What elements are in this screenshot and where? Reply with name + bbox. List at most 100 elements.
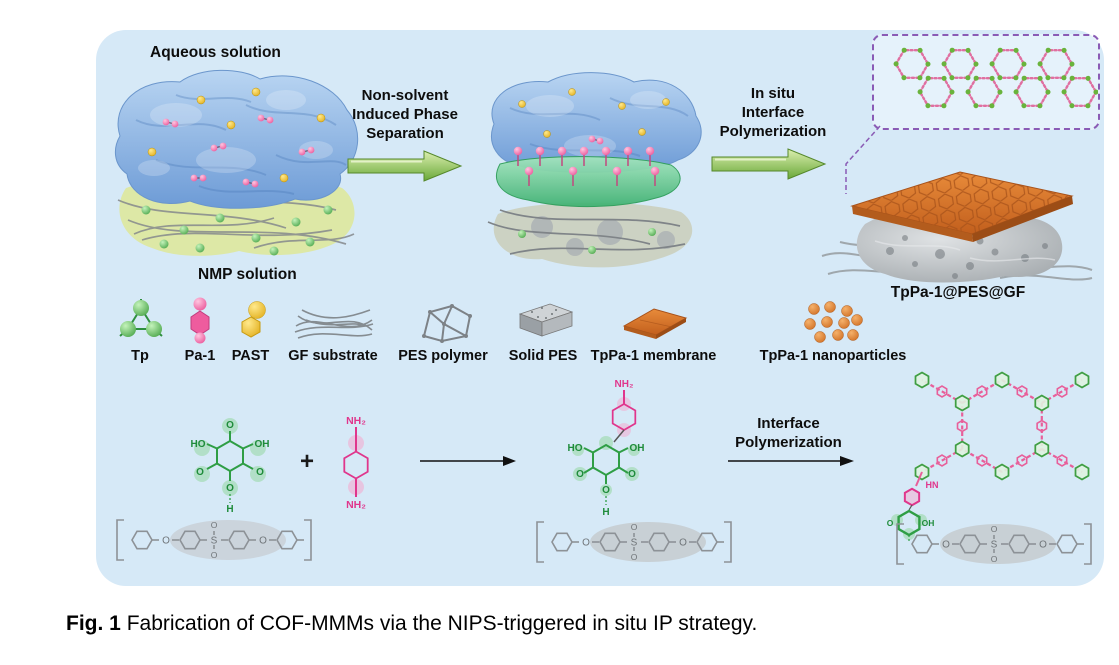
support-highlights (874, 240, 1056, 262)
nips-arrow-label: Non-solvent Induced Phase Separation (330, 86, 480, 143)
figure-caption: Fig. 1 Fabrication of COF-MMMs via the N… (66, 612, 1066, 636)
pes-polymer-label: PES polymer (398, 348, 488, 364)
svg-text:H: H (226, 504, 233, 515)
pa1-pins (513, 146, 660, 186)
tp-molecule-structure: O HO OH O O O H (191, 418, 270, 515)
tppa1-layer-texture (852, 172, 1072, 234)
cof-network-structure: HN O OH (887, 371, 1090, 542)
intermediate-structure: NH₂ HO OH O O O H (568, 379, 645, 518)
casting-solution-illustration (114, 69, 359, 256)
past-particles (147, 87, 326, 183)
ip-reaction-label-line1: Interface (757, 415, 820, 432)
pes-green-layer (496, 156, 681, 208)
svg-text:O: O (211, 550, 218, 560)
ip-arrow-label-line3: Polymerization (719, 123, 827, 140)
cof-honeycomb-drawing (874, 36, 1098, 128)
green-glow (194, 418, 266, 496)
ip-arrow-label-line1: In situ (750, 85, 796, 102)
ip-reaction-arrow (728, 456, 854, 466)
nips-arrow-label-line3: Separation (366, 125, 444, 142)
pa1-particles (162, 114, 315, 188)
svg-text:H: H (602, 507, 609, 518)
ip-reaction-label: Interface Polymerization (706, 414, 871, 452)
nips-arrow-label-line2: Induced Phase (352, 106, 458, 123)
pa1-pair (588, 135, 604, 145)
svg-text:O: O (162, 536, 170, 547)
svg-text:O: O (211, 520, 218, 530)
svg-text:O: O (196, 467, 204, 478)
svg-text:O: O (679, 538, 687, 549)
svg-text:O: O (1039, 540, 1047, 551)
svg-text:O: O (631, 522, 638, 532)
svg-text:NH₂: NH₂ (346, 499, 366, 511)
svg-text:O: O (887, 518, 894, 528)
figure-caption-text: Fabrication of COF-MMMs via the NIPS-tri… (126, 612, 758, 635)
tp-particles (141, 205, 333, 256)
svg-text:O: O (256, 467, 264, 478)
solid-pes-blobs (531, 216, 675, 256)
pores (886, 235, 1048, 279)
svg-text:OH: OH (630, 443, 645, 454)
svg-text:S: S (991, 540, 998, 551)
tppa1-membrane-icon (622, 308, 688, 339)
figure-number: Fig. 1 (66, 612, 121, 635)
water-texture (135, 94, 347, 195)
svg-text:O: O (576, 469, 584, 480)
phase-separation-illustration (487, 72, 702, 268)
tppa1-nanoparticles-label: TpPa-1 nanoparticles (759, 348, 907, 364)
nips-arrow (347, 150, 463, 182)
svg-text:S: S (631, 538, 638, 549)
tp-icon (119, 299, 163, 337)
reaction-arrow-1 (420, 456, 516, 466)
pa1-icon (190, 297, 210, 344)
pa1-label: Pa-1 (184, 348, 216, 364)
cof-structure-inset (872, 34, 1100, 130)
gf-substrate-label: GF substrate (288, 348, 378, 364)
svg-text:O: O (226, 420, 234, 431)
tppa1-nanoparticles-icon (804, 301, 863, 343)
svg-text:HN: HN (926, 480, 939, 490)
solid-pes-label: Solid PES (508, 348, 578, 364)
svg-text:O: O (628, 469, 636, 480)
nmp-solution-label: NMP solution (198, 266, 297, 283)
layer-edge-left (852, 206, 973, 242)
svg-text:O: O (582, 538, 590, 549)
plus-sign: + (300, 448, 315, 475)
past-icon (241, 301, 266, 338)
solid-pes-icon (518, 303, 574, 337)
ip-reaction-label-line2: Polymerization (735, 434, 842, 451)
svg-text:HO: HO (191, 439, 206, 450)
svg-text:O: O (259, 536, 267, 547)
tp-particles (518, 228, 656, 254)
ip-arrow-label-line2: Interface (741, 104, 805, 121)
pes-polymer-icon (422, 304, 472, 343)
pes-chain-2: O S O O O (536, 521, 732, 563)
svg-text:O: O (942, 540, 950, 551)
pes-chain-1: O S O O O (116, 519, 312, 561)
aqueous-solution-label: Aqueous solution (150, 44, 281, 61)
nips-arrow-label-line1: Non-solvent (361, 87, 449, 104)
past-label: PAST (231, 348, 270, 364)
layer-edge-right (972, 196, 1073, 242)
svg-text:S: S (211, 536, 218, 547)
aqueous-layer (114, 69, 359, 209)
svg-text:O: O (602, 485, 610, 496)
pes-chain-3: O S O O O (896, 523, 1092, 565)
ip-arrow-label: In situ Interface Polymerization (698, 84, 848, 141)
svg-text:O: O (991, 554, 998, 564)
cof-nodes (914, 371, 1090, 481)
svg-text:NH₂: NH₂ (346, 415, 366, 427)
tppa1-membrane-label: TpPa-1 membrane (590, 348, 717, 364)
inset-connector-line (845, 125, 881, 194)
product-name-label: TpPa-1@PES@GF (890, 284, 1026, 301)
pa1-molecule-structure: NH₂ NH₂ (343, 415, 369, 511)
svg-text:O: O (631, 552, 638, 562)
svg-text:OH: OH (922, 518, 935, 528)
svg-text:O: O (991, 524, 998, 534)
svg-text:OH: OH (255, 439, 270, 450)
svg-text:HO: HO (568, 443, 583, 454)
svg-text:NH₂: NH₂ (615, 379, 634, 390)
svg-text:O: O (226, 483, 234, 494)
membrane-product-illustration (821, 171, 1093, 283)
